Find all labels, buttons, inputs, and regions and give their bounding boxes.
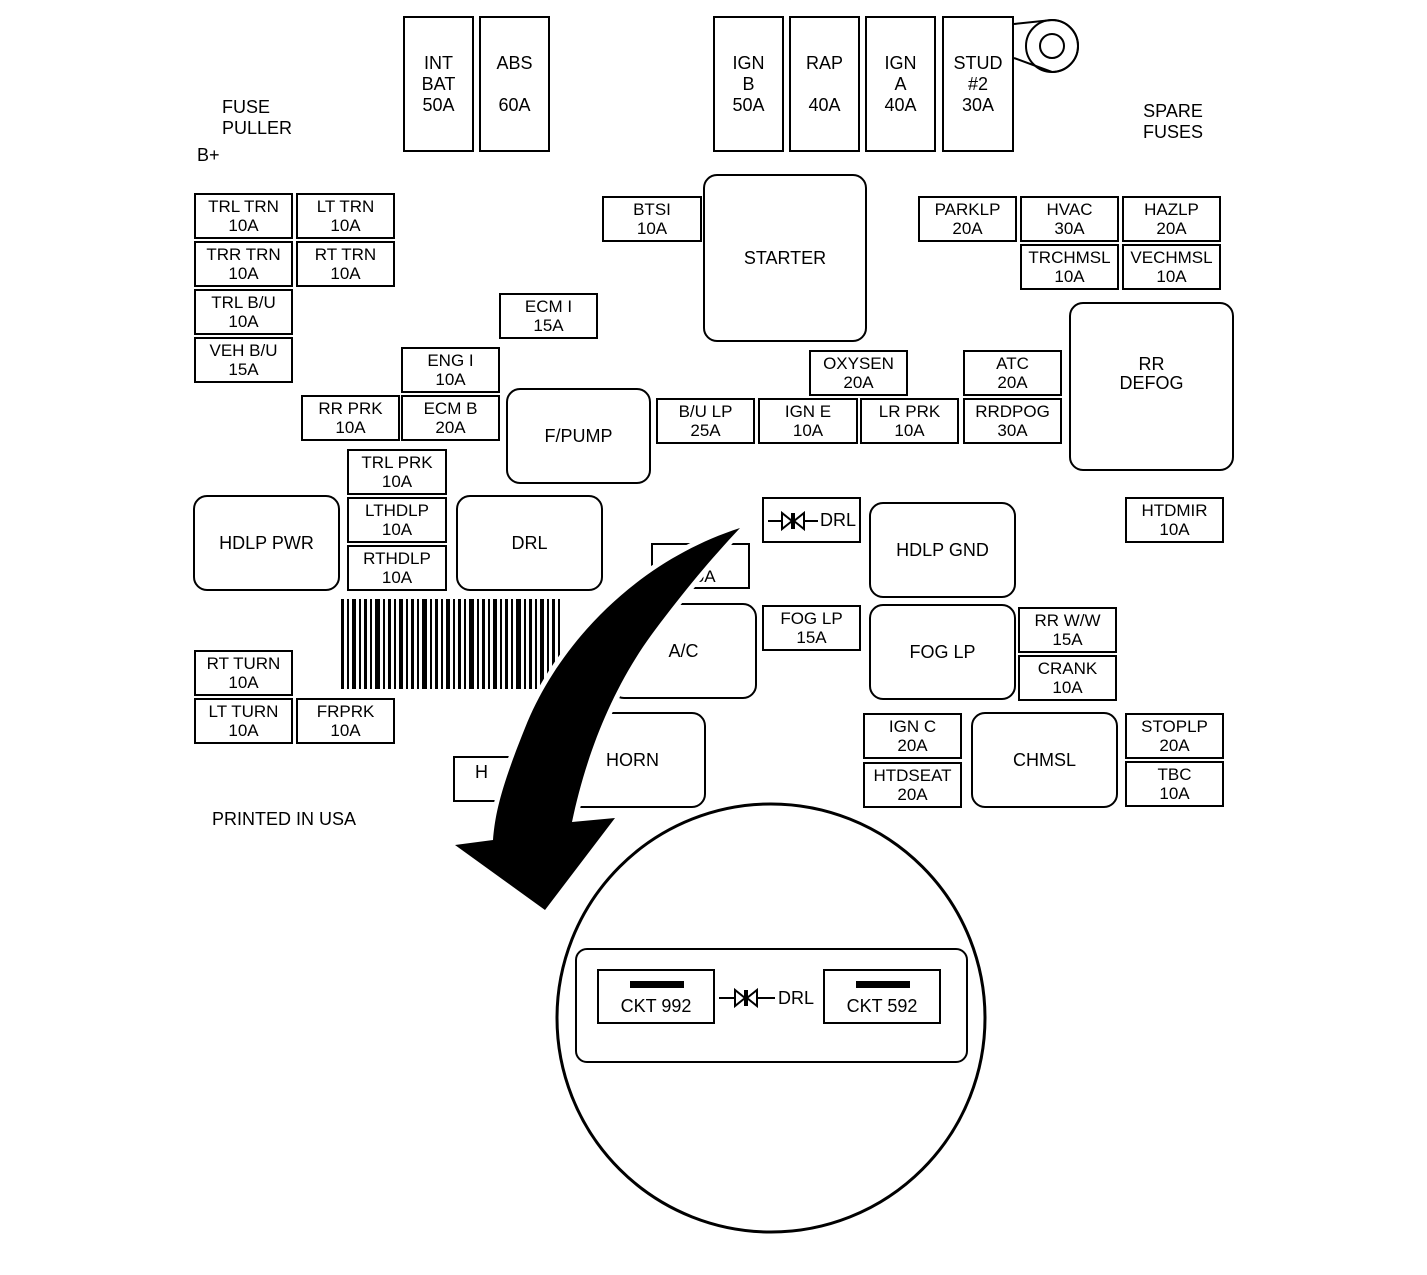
relay-chmsl: CHMSL <box>971 712 1118 808</box>
detail-diode-icon <box>719 987 775 1009</box>
stud-terminal-icon <box>1013 18 1079 74</box>
barcode-icon <box>341 599 560 689</box>
drl-diode-box: DRL <box>762 497 861 543</box>
detail-ckt-992: CKT 992 <box>597 969 715 1024</box>
relay-partial-h-label: H <box>475 762 488 782</box>
detail-drl-label: DRL <box>778 988 815 1008</box>
printed-in-usa-label: PRINTED IN USA <box>212 809 357 829</box>
b-plus-label: B+ <box>197 145 220 165</box>
relay-fpump: F/PUMP <box>506 388 651 484</box>
ckt-992-label: CKT 992 <box>620 996 692 1016</box>
drl-diode-label: DRL <box>820 510 857 530</box>
maxi-fuse-abs: ABS 60A <box>479 16 550 152</box>
diode-icon <box>768 510 818 532</box>
ckt-992-bar <box>630 981 684 988</box>
relay-hdlp-pwr: HDLP PWR <box>193 495 340 591</box>
relay-starter: STARTER <box>703 174 867 342</box>
maxi-fuse-rap: RAP 40A <box>789 16 860 152</box>
relay-partial-h: H <box>453 756 513 802</box>
detail-panel: CKT 992 DRL CKT 592 <box>575 948 968 1063</box>
detail-ckt-592: CKT 592 <box>823 969 941 1024</box>
relay-hdlp-gnd: HDLP GND <box>869 502 1016 598</box>
ckt-592-label: CKT 592 <box>846 996 918 1016</box>
relay-drl: DRL <box>456 495 603 591</box>
ckt-592-bar <box>856 981 910 988</box>
relay-fog-lp: FOG LP <box>869 604 1016 700</box>
zoom-arrow <box>450 523 745 915</box>
magnifier-circle <box>555 802 987 1234</box>
